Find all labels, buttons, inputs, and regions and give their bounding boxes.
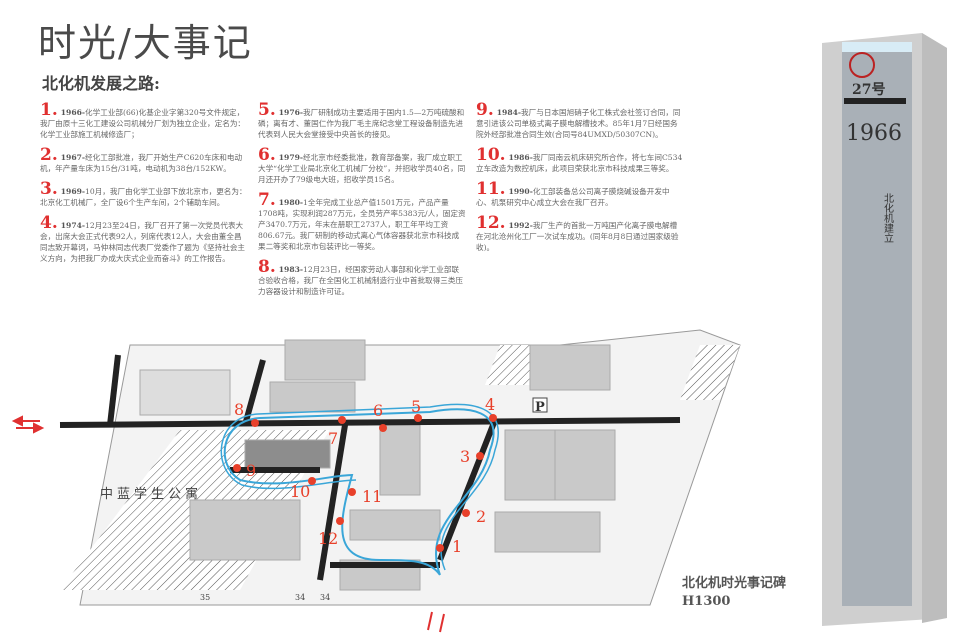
timeline-column: 9.1984-我厂与日本国旭硝子化工株式会社签订合同，同意引进该公司单极式离子膜… [476,102,684,253]
monument-heading: 北化机建立 [882,193,894,243]
buildings [139,339,616,591]
map-marker-label: 3 [460,447,470,466]
entry-text: 我厂与日本国旭硝子化工株式会社签订合同，同意引进该公司单极式离子膜电解槽技术。8… [476,108,681,139]
entry-year: 1976- [278,108,304,117]
timeline-entry: 6.1979-经北京市经委批准，教育部备案，我厂成立职工大学“化学工业局北京化工… [258,147,466,185]
entry-year: 1992- [508,221,533,230]
lot-number: 35 [200,593,210,602]
map-marker-label: 10 [290,482,310,501]
timeline-column: 1.1966-化学工业部(66)化基企业字第320号文件规定，我厂由原十三化工建… [40,102,248,264]
map-marker-label: 6 [373,401,383,420]
map-marker-label: 4 [485,395,495,414]
entry-year: 1980- [278,198,304,207]
entry-year: 1966- [60,108,86,117]
monument-illustration: 27号 1966 北化机建立 [812,28,952,628]
lot-number: 34 [320,593,330,602]
map-marker [233,464,241,472]
apartment-label: 中蓝学生公寓 [100,486,202,502]
entry-text: 12月23至24日，我厂召开了第一次党员代表大会，出席大会正式代表92人，列席代… [40,221,246,263]
entry-number: 7. [258,190,276,210]
timeline-entry: 7.1980-1全年完成工业总产值1501万元，产品产量1708吨，实现利润28… [258,192,466,252]
entry-text: 10月，我厂由化学工业部下放北京市，更名为：北京化工机械厂，全厂设6个生产车间，… [40,187,247,207]
map-marker [336,517,344,525]
entrance-arrows-icon [11,415,445,633]
timeline-entry: 4.1974-12月23至24日，我厂召开了第一次党员代表大会，出席大会正式代表… [40,215,248,264]
entry-year: 1967- [60,153,86,162]
timeline-entry: 2.1967-经化工部批准，我厂开始生产C620车床和电动机，年产量车床为15台… [40,147,248,174]
map-marker-label: 9 [246,461,256,480]
entry-number: 1. [40,100,58,120]
logo-icon [849,52,875,78]
map-marker-label: 1 [452,537,462,556]
entry-text: 12月23日，经国家劳动人事部和化学工业部联合验收合格，我厂在全国化工机械制造行… [258,265,464,296]
map-marker [308,477,316,485]
map-marker [251,419,259,427]
map-marker [436,544,444,552]
map-marker [489,414,497,422]
entry-text: 我厂生产的首批一万吨国产化离子膜电解槽在河北沧州化工厂一次试车成功。(同年8月8… [476,221,679,252]
entry-text: 我厂同南云机床研究所合作，将七车间C534立车改造为数控机床，此项目荣获北京市科… [476,153,683,173]
entry-year: 1990- [508,187,533,196]
entry-number: 2. [40,145,58,165]
entry-year: 1986- [508,153,533,162]
entry-text: 化学工业部(66)化基企业字第320号文件规定，我厂由原十三化工建设公司机械分厂… [40,108,246,139]
lot-number: 34 [295,593,305,602]
entry-text: 1全年完成工业总产值1501万元，产品产量1708吨，实现利润287万元，全员劳… [258,198,466,251]
entry-number: 10. [476,145,506,165]
timeline-entry: 3.1969-10月，我厂由化学工业部下放北京市，更名为：北京化工机械厂，全厂设… [40,181,248,208]
map-marker [476,452,484,460]
monument-badge: 27号 [852,82,885,98]
entry-number: 11. [476,179,506,199]
entry-number: 9. [476,100,494,120]
entry-text: 我厂研制成功主要适用于国内1.5—2万吨硫酸和磷；离有才、董国仁作为我厂毛主席纪… [258,108,465,139]
entry-year: 1974- [60,221,86,230]
timeline-entry: 8.1983-12月23日，经国家劳动人事部和化学工业部联合验收合格，我厂在全国… [258,259,466,297]
entry-number: 4. [40,213,58,233]
map-marker-label: 11 [362,487,382,506]
page-title: 时光/大事记 [38,21,253,65]
entry-year: 1984- [496,108,522,117]
monument-height: H1300 [682,594,731,609]
map-marker [462,509,470,517]
parking-label: P [535,400,545,415]
map-marker-label: 2 [476,507,486,526]
timeline-entry: 10.1986-我厂同南云机床研究所合作，将七车间C534立车改造为数控机床，此… [476,147,684,174]
page-subtitle: 北化机发展之路: [42,74,160,93]
timeline-entry: 12.1992-我厂生产的首批一万吨国产化离子膜电解槽在河北沧州化工厂一次试车成… [476,215,684,253]
map-marker [348,488,356,496]
timeline-entry: 5.1976-我厂研制成功主要适用于国内1.5—2万吨硫酸和磷；离有才、董国仁作… [258,102,466,140]
entry-year: 1979- [278,153,304,162]
timeline-column: 5.1976-我厂研制成功主要适用于国内1.5—2万吨硫酸和磷；离有才、董国仁作… [258,102,466,297]
entry-number: 5. [258,100,276,120]
entry-year: 1983- [278,265,304,274]
entry-text: 化工部装备总公司离子膜烧碱设备开发中心、机泵研究中心成立大会在我厂召开。 [476,187,670,207]
monument-caption: 北化机时光事记碑 H1300 [682,575,786,611]
timeline-entry: 9.1984-我厂与日本国旭硝子化工株式会社签订合同，同意引进该公司单极式离子膜… [476,102,684,140]
monument-year: 1966 [846,121,902,146]
entry-text: 经北京市经委批准，教育部备案，我厂成立职工大学“化学工业局北京化工机械厂分校”，… [258,153,466,184]
map-marker-label: 8 [234,400,244,419]
map-marker-label: 5 [411,397,421,416]
map-marker [338,416,346,424]
roads [59,354,681,581]
entry-year: 1969- [60,187,86,196]
timeline-entry: 1.1966-化学工业部(66)化基企业字第320号文件规定，我厂由原十三化工建… [40,102,248,140]
entry-number: 8. [258,257,276,277]
entry-number: 3. [40,179,58,199]
monument-name: 北化机时光事记碑 [682,576,787,591]
entry-number: 12. [476,213,506,233]
tour-route [223,408,495,576]
map-marker-label: 7 [328,429,338,448]
map-marker [414,414,422,422]
timeline-entry: 11.1990-化工部装备总公司离子膜烧碱设备开发中心、机泵研究中心成立大会在我… [476,181,684,208]
map-marker-label: 12 [318,529,338,548]
entry-text: 经化工部批准，我厂开始生产C620车床和电动机，年产量车床为15台/31吨，电动… [40,153,243,173]
map-marker [379,424,387,432]
entry-number: 6. [258,145,276,165]
